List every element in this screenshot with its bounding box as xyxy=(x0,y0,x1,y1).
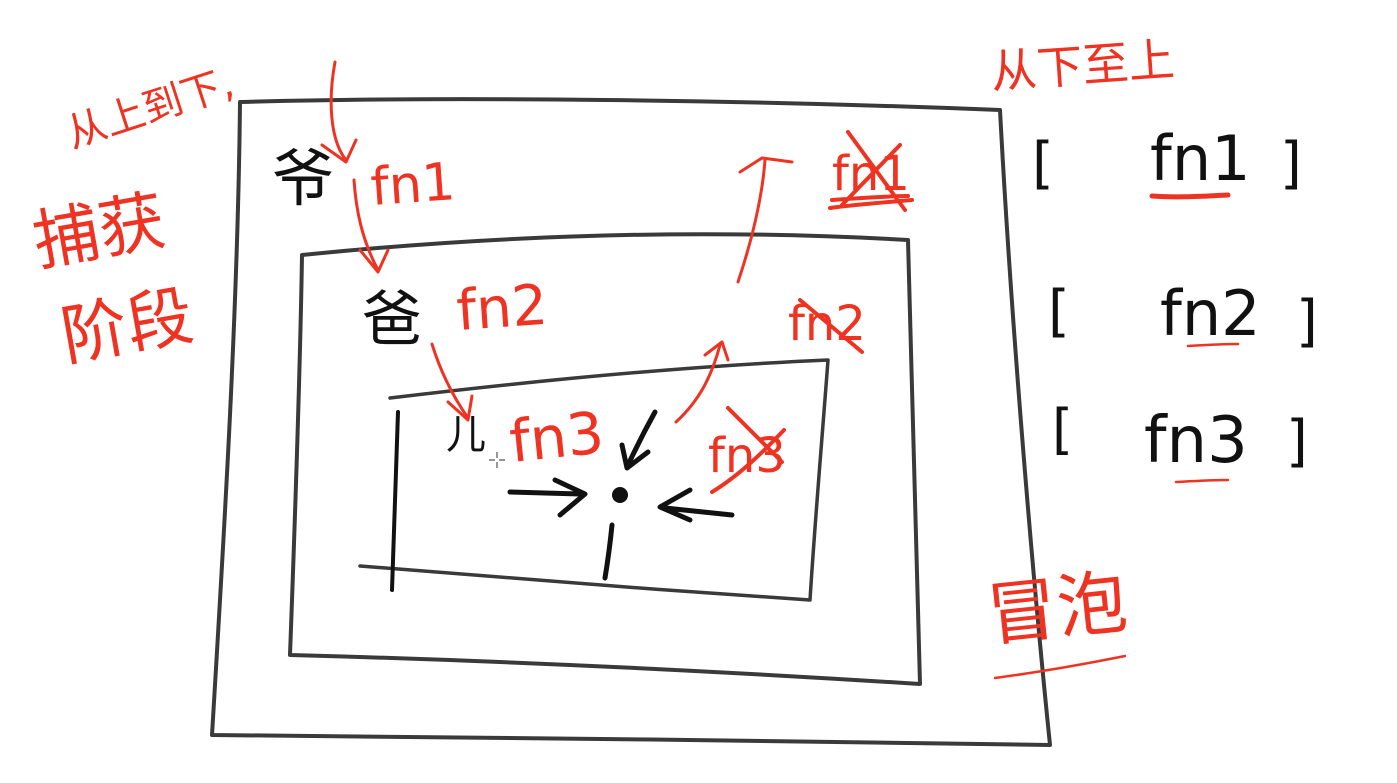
label-son: 儿 xyxy=(446,412,486,458)
target-dot xyxy=(612,487,628,503)
queue-2-underline xyxy=(1186,342,1240,348)
arrow-from-right xyxy=(657,487,735,523)
label-capture-line-1: 捕获 xyxy=(27,182,170,281)
son-box xyxy=(358,358,830,602)
bubble-fn1-cross xyxy=(828,130,914,212)
bubble-arrow-2 xyxy=(736,156,794,284)
grandpa-box xyxy=(210,97,1052,747)
capture-handler-fn2: fn2 xyxy=(454,273,549,344)
queue-2-close: ] xyxy=(1296,289,1318,354)
arrow-from-left xyxy=(507,477,588,518)
capture-arrow-2 xyxy=(352,178,390,274)
capture-handler-fn3: fn3 xyxy=(506,398,607,475)
queue-1-fn: fn1 xyxy=(1150,122,1251,195)
queue-1-close: ] xyxy=(1280,131,1302,196)
label-dad: 爸 xyxy=(362,285,422,355)
queue-1-underline xyxy=(1149,192,1231,200)
bubble-underline xyxy=(993,654,1127,680)
label-grandpa: 爷 xyxy=(272,142,334,215)
bubble-fn2-cross xyxy=(798,298,864,354)
queue-2-fn: fn2 xyxy=(1160,277,1261,350)
bubble-handler-fn3: fn3 xyxy=(708,428,786,484)
dad-box xyxy=(288,232,922,686)
son-box-left-edge xyxy=(390,410,400,592)
label-bottom-to-top: 从下至上 xyxy=(989,32,1176,99)
queue-3-underline xyxy=(1174,478,1230,484)
crosshair-cursor-icon xyxy=(489,452,505,468)
arrow-from-bottom xyxy=(602,522,615,581)
capture-arrow-3 xyxy=(430,342,474,422)
queue-3-fn: fn3 xyxy=(1144,404,1248,478)
queue-3-close: ] xyxy=(1286,409,1308,474)
label-top-to-bottom: 从上到下, xyxy=(61,60,239,157)
bubble-fn3-cross xyxy=(710,406,786,494)
queue-1-open: [ xyxy=(1032,131,1054,196)
bubble-arrow-1 xyxy=(674,340,730,424)
arrow-from-top xyxy=(619,409,658,471)
label-capture-line-2: 阶段 xyxy=(55,277,198,376)
label-bubble: 冒泡 xyxy=(983,561,1131,657)
capture-arrow-1 xyxy=(320,60,358,164)
capture-handler-fn1: fn1 xyxy=(369,152,457,218)
queue-3-open: [ xyxy=(1052,398,1073,461)
queue-2-open: [ xyxy=(1048,279,1070,344)
